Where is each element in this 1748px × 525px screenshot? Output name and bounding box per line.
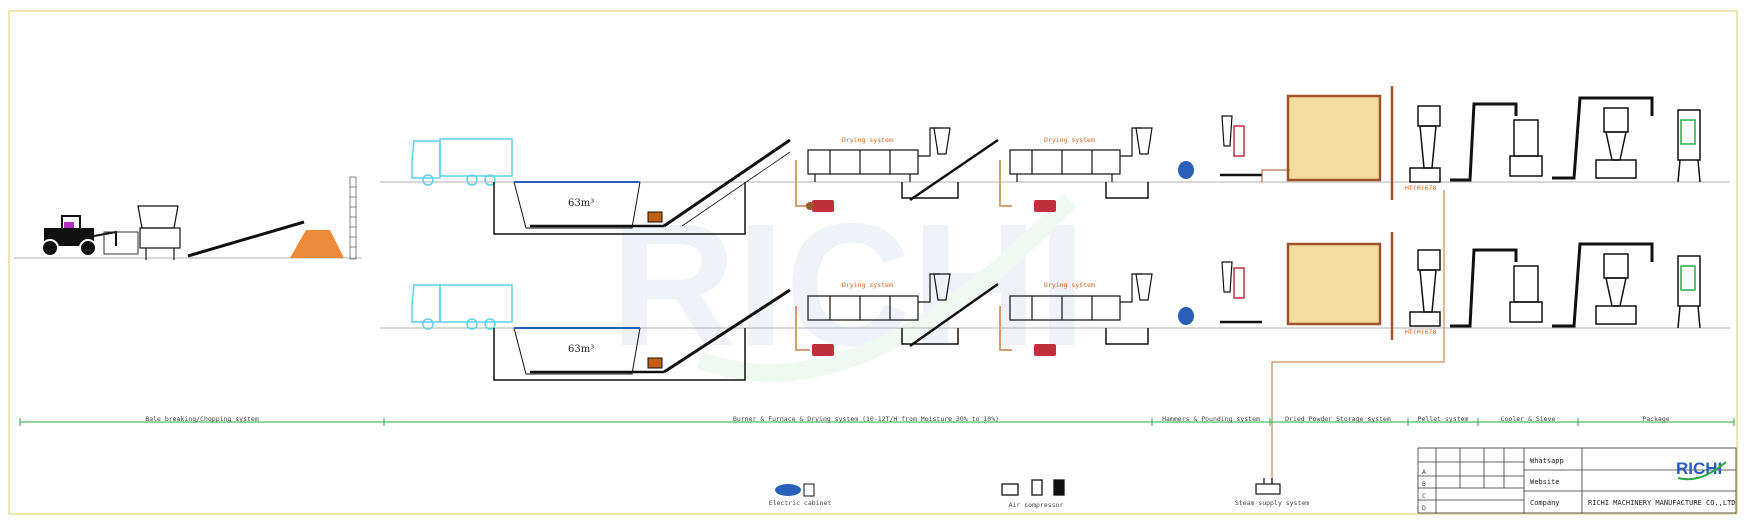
- section-label: Hammers & Pounding system: [1162, 415, 1260, 423]
- incline-conveyor: [663, 138, 791, 228]
- packing-silo: [1677, 109, 1701, 183]
- package-conveyor: [1552, 242, 1654, 328]
- logo-text: RICHI: [1676, 459, 1722, 478]
- truck-icon: [411, 284, 513, 330]
- air-compressor: Air compressor: [1001, 479, 1065, 509]
- furnace-1: [795, 306, 834, 356]
- bale-chopper: [137, 205, 181, 260]
- section-label: Package: [1642, 415, 1669, 423]
- packing-machine: [1595, 253, 1637, 325]
- steam-supply: Steam supply system: [1235, 478, 1309, 507]
- silo-label: HT(H)678: [1405, 328, 1436, 336]
- pellet-conveyor: [1450, 248, 1518, 328]
- silo-label: HT(H)678: [1405, 184, 1436, 192]
- furnace-2: [999, 160, 1056, 212]
- section-label: Pellet system: [1418, 415, 1469, 423]
- grid-label: A: [1422, 468, 1426, 476]
- electric-cabinet: Electric cabinet: [769, 483, 832, 507]
- dryer-label: Drying system: [1044, 281, 1095, 289]
- accessory-label: Electric cabinet: [769, 499, 832, 507]
- section-label: Dried Powder Storage system: [1285, 415, 1391, 423]
- hammer-mill: [1178, 261, 1262, 325]
- bale: [103, 231, 139, 255]
- section-label: Cooler & Sieve: [1501, 415, 1556, 423]
- bale-breaking-system: [41, 176, 357, 260]
- furnace-2: [999, 306, 1056, 356]
- chopper-conveyor: [187, 220, 305, 258]
- company-name: RICHI MACHINERY MANUFACTURE CO.,LTD: [1588, 499, 1736, 507]
- cooler-sieve: [1509, 265, 1543, 323]
- pellet-mill: [1409, 249, 1441, 327]
- drawing-frame: [8, 10, 1738, 515]
- return-conveyor: [909, 138, 999, 202]
- cooler-sieve: [1509, 119, 1543, 177]
- pit-3: [1105, 182, 1149, 199]
- pellet-conveyor: [1450, 102, 1518, 182]
- production-line-upper: 63m³ Drying system Drying sys: [411, 86, 1701, 235]
- packing-machine: [1595, 107, 1637, 179]
- drying-system-1: [807, 273, 951, 321]
- receiving-pit: [493, 327, 746, 381]
- production-line-lower: 63m³ Drying system Drying system: [411, 232, 1701, 381]
- dryer-label: Drying system: [842, 136, 893, 144]
- incline-conveyor: [663, 288, 791, 374]
- tractor-icon: [41, 215, 117, 257]
- hammer-mill: [1178, 115, 1262, 179]
- pit-2: [901, 182, 959, 199]
- title-row-label: Company: [1530, 499, 1560, 507]
- pellet-mill: [1409, 105, 1441, 183]
- pit-2: [901, 328, 959, 345]
- grid-label: C: [1422, 492, 1426, 500]
- company-logo: RICHI: [1676, 459, 1727, 481]
- packing-silo: [1677, 255, 1701, 329]
- scale-ruler: [349, 176, 357, 260]
- return-conveyor: [909, 282, 999, 348]
- title-block: [1417, 447, 1737, 514]
- section-label: Bale breaking/Chopping system: [145, 415, 259, 423]
- section-bar: [19, 418, 1735, 426]
- accessory-label: Air compressor: [1009, 501, 1064, 509]
- truck-icon: [411, 138, 513, 186]
- pit-3: [1105, 328, 1149, 345]
- grid-label: B: [1422, 480, 1426, 488]
- package-conveyor: [1552, 96, 1654, 180]
- pit-feeder: [647, 211, 663, 223]
- straw-pile: [290, 230, 344, 258]
- dryer-label: Drying system: [842, 281, 893, 289]
- steam-pipe: [1271, 190, 1445, 484]
- drying-system-2: [1009, 127, 1153, 182]
- pit-feeder: [647, 357, 663, 369]
- drying-system-1: [807, 127, 951, 182]
- dried-powder-silo: [1286, 232, 1394, 340]
- section-labels: Bale breaking/Chopping system Burner & F…: [145, 415, 1670, 423]
- dryer-label: Drying system: [1044, 136, 1095, 144]
- dried-powder-silo: [1261, 86, 1394, 200]
- grid-label: D: [1422, 504, 1426, 512]
- pit-volume: 63m³: [568, 198, 594, 209]
- pit-volume: 63m³: [568, 344, 594, 355]
- title-row-label: Whatsapp: [1530, 457, 1564, 465]
- receiving-pit: [493, 181, 746, 235]
- drying-system-2: [1009, 273, 1153, 321]
- accessory-label: Steam supply system: [1235, 499, 1309, 507]
- section-label: Burner & Furnace & Drying system (10-12T…: [733, 415, 999, 423]
- title-row-label: Website: [1530, 478, 1560, 486]
- furnace-1: [795, 160, 834, 212]
- conveyor-rail: [681, 151, 791, 227]
